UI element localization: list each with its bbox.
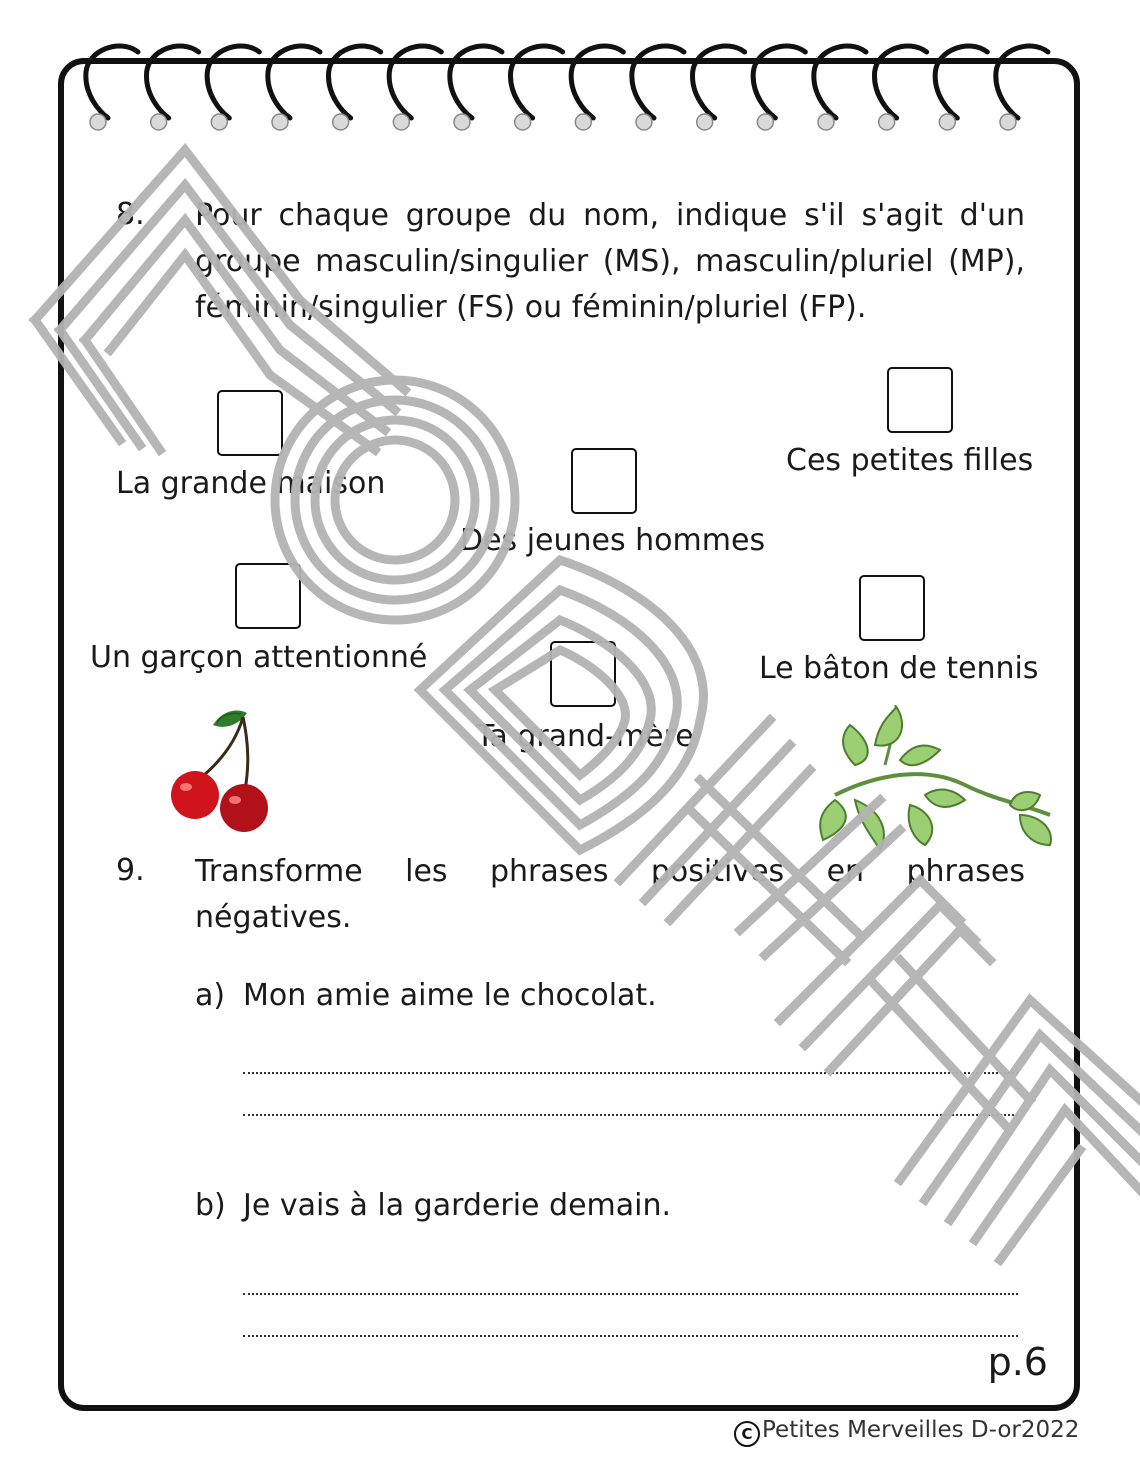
copyright-icon: C (734, 1421, 760, 1447)
copyright-text: Petites Merveilles D-or2022 (762, 1417, 1080, 1443)
page-number: p.6 (987, 1340, 1048, 1384)
noun-group-4: Un garçon attentionné (90, 640, 428, 675)
item-b-sentence: Je vais à la garderie demain. (243, 1188, 672, 1223)
leaf-branch-icon (819, 705, 1052, 853)
answer-box-6[interactable] (859, 575, 925, 641)
exercise-8-instruction: Pour chaque groupe du nom, indique s'il … (195, 198, 1025, 325)
exercise-8-number: 8. (116, 197, 145, 232)
exercise-9-instruction: Transforme les phrases positives en phra… (195, 854, 1025, 935)
item-a-sentence: Mon amie aime le chocolat. (243, 978, 657, 1013)
answer-line-b1[interactable] (243, 1293, 1018, 1295)
answer-box-1[interactable] (217, 390, 283, 456)
answer-line-a2[interactable] (243, 1114, 1018, 1116)
item-b-letter: b) (195, 1188, 226, 1223)
noun-group-5: Ta grand-mère (476, 719, 694, 754)
answer-box-4[interactable] (235, 563, 301, 629)
answer-box-5[interactable] (550, 641, 616, 707)
item-a-letter: a) (195, 978, 226, 1013)
noun-group-1: La grande maison (116, 466, 386, 501)
noun-group-2: Des jeunes hommes (460, 523, 766, 558)
noun-group-3: Ces petites filles (786, 443, 1034, 478)
cherries-icon (171, 710, 268, 832)
exercise-9-number: 9. (116, 853, 145, 888)
answer-box-3[interactable] (887, 367, 953, 433)
noun-group-6: Le bâton de tennis (759, 651, 1039, 686)
answer-line-b2[interactable] (243, 1335, 1018, 1337)
answer-box-2[interactable] (571, 448, 637, 514)
answer-line-a1[interactable] (243, 1072, 1018, 1074)
